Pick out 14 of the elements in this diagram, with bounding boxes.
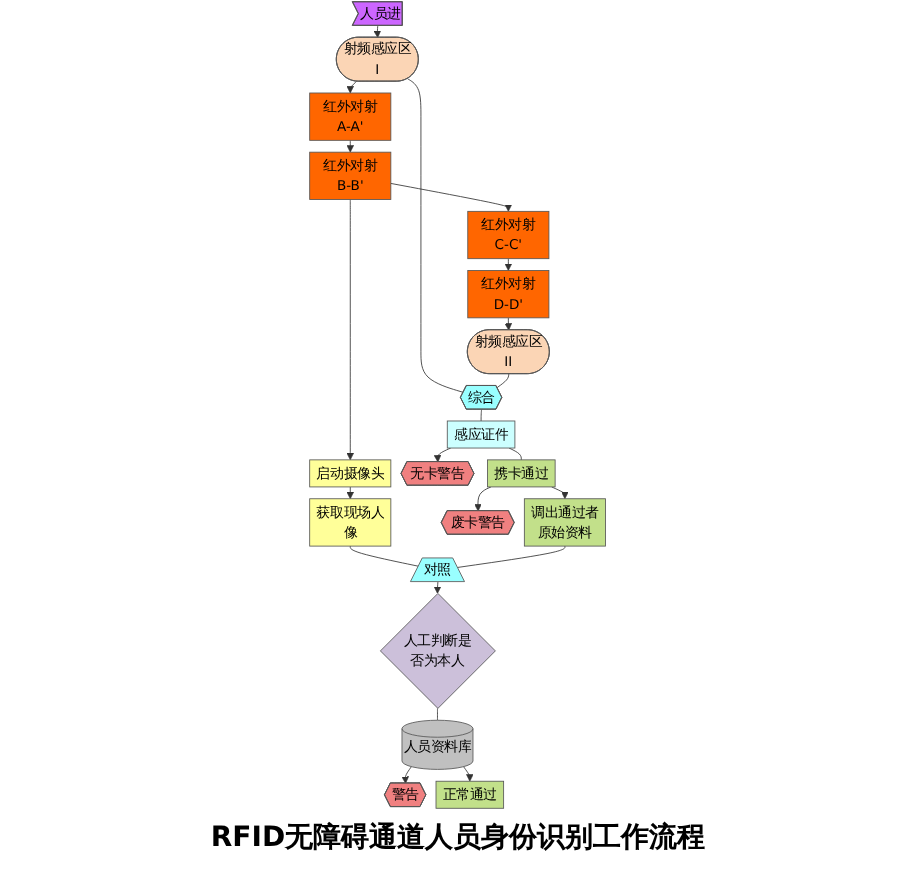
arrow	[346, 81, 358, 94]
arrow	[346, 139, 355, 153]
connector	[457, 545, 566, 568]
connector	[497, 373, 510, 388]
arrow	[434, 581, 442, 594]
connector	[437, 708, 439, 721]
arrow	[374, 25, 382, 38]
connector	[481, 409, 483, 422]
caption: RFID无障碍通道人员身份识别工作流程	[208, 820, 708, 856]
connector	[509, 447, 523, 461]
connector	[350, 545, 420, 567]
connector	[407, 78, 465, 393]
arrow	[505, 258, 513, 271]
arrow	[346, 486, 355, 500]
